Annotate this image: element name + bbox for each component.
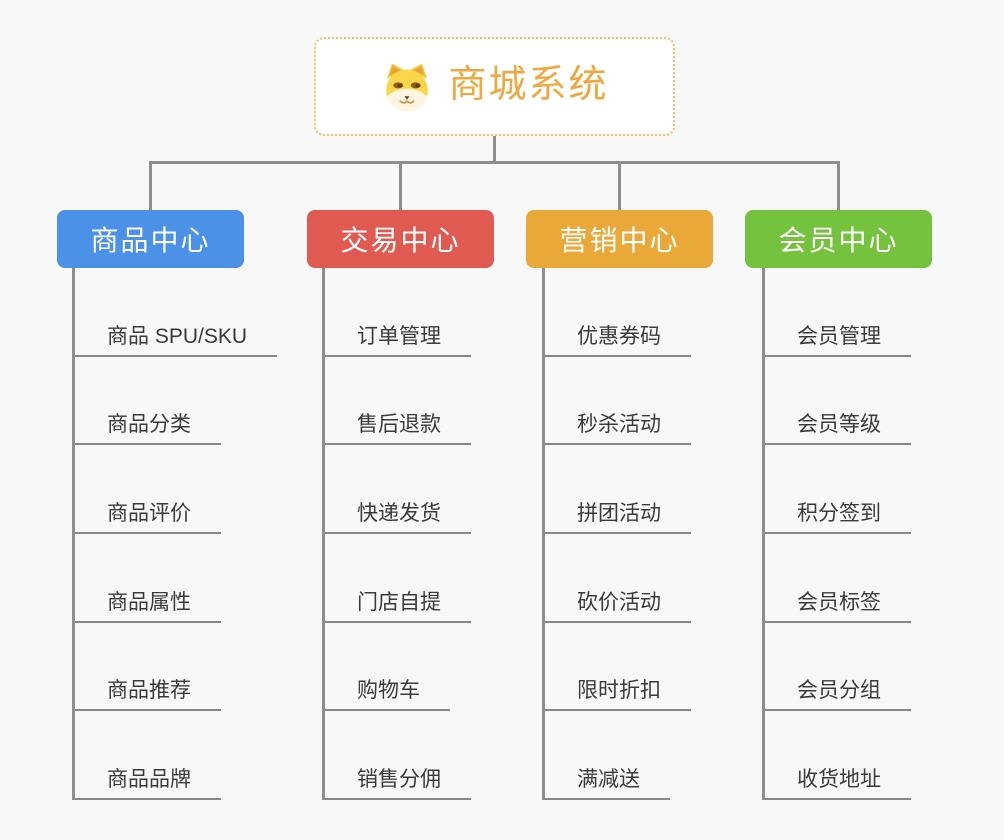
leaf-node[interactable]: 拼团活动: [545, 445, 691, 534]
root-title: 商城系统: [448, 63, 609, 106]
leaf-node[interactable]: 购物车: [325, 623, 450, 712]
leaf-node[interactable]: 会员标签: [765, 534, 911, 623]
leaf-node[interactable]: 商品属性: [75, 534, 221, 623]
leaf-node[interactable]: 会员等级: [765, 357, 911, 446]
connector-bus: [149, 161, 840, 164]
children-group-trade-center: 订单管理 售后退款 快递发货 门店自提 购物车 销售分佣: [322, 268, 471, 800]
children-group-member-center: 会员管理 会员等级 积分签到 会员标签 会员分组 收货地址: [762, 268, 911, 800]
branch-node-product-center[interactable]: 商品中心: [57, 210, 244, 268]
leaf-node[interactable]: 收货地址: [765, 711, 911, 800]
leaf-node[interactable]: 门店自提: [325, 534, 471, 623]
leaf-node[interactable]: 会员分组: [765, 623, 911, 712]
branch-node-marketing-center[interactable]: 营销中心: [526, 210, 713, 268]
leaf-node[interactable]: 售后退款: [325, 357, 471, 446]
connector-root-stem: [493, 136, 496, 164]
connector-drop-member: [837, 161, 840, 210]
leaf-node[interactable]: 商品品牌: [75, 711, 221, 800]
leaf-node[interactable]: 优惠券码: [545, 268, 691, 357]
branch-node-member-center[interactable]: 会员中心: [745, 210, 932, 268]
leaf-node[interactable]: 砍价活动: [545, 534, 691, 623]
connector-drop-marketing: [618, 161, 621, 210]
leaf-node[interactable]: 商品分类: [75, 357, 221, 446]
branch-node-trade-center[interactable]: 交易中心: [307, 210, 494, 268]
leaf-node[interactable]: 满减送: [545, 711, 670, 800]
leaf-node[interactable]: 销售分佣: [325, 711, 471, 800]
shiba-dog-icon: [380, 62, 434, 112]
leaf-node[interactable]: 积分签到: [765, 445, 911, 534]
connector-drop-product: [149, 161, 152, 210]
leaf-node[interactable]: 会员管理: [765, 268, 911, 357]
leaf-node[interactable]: 秒杀活动: [545, 357, 691, 446]
leaf-node[interactable]: 限时折扣: [545, 623, 691, 712]
connector-drop-trade: [399, 161, 402, 210]
leaf-node[interactable]: 商品评价: [75, 445, 221, 534]
leaf-node[interactable]: 订单管理: [325, 268, 471, 357]
root-node[interactable]: 商城系统: [314, 37, 675, 136]
leaf-node[interactable]: 商品 SPU/SKU: [75, 268, 278, 357]
children-group-marketing-center: 优惠券码 秒杀活动 拼团活动 砍价活动 限时折扣 满减送: [542, 268, 691, 800]
children-group-product-center: 商品 SPU/SKU 商品分类 商品评价 商品属性 商品推荐 商品品牌: [72, 268, 278, 800]
leaf-node[interactable]: 商品推荐: [75, 623, 221, 712]
leaf-node[interactable]: 快递发货: [325, 445, 471, 534]
